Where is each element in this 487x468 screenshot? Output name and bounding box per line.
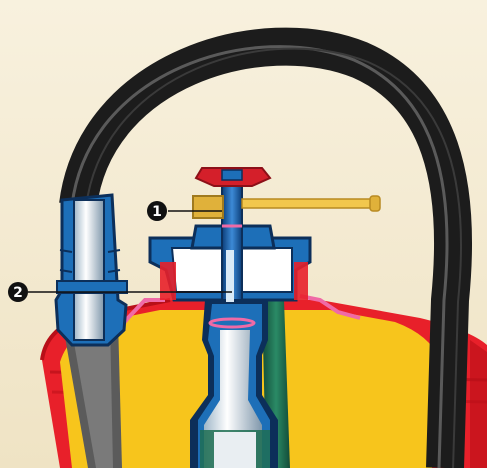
valve-stem-inner — [226, 250, 234, 302]
actuator-knob — [196, 168, 270, 186]
safety-pin-housing — [193, 196, 223, 218]
callout-1-label: 1 — [152, 204, 162, 220]
safety-pin — [242, 196, 380, 211]
callout-2-label: 2 — [13, 285, 23, 301]
